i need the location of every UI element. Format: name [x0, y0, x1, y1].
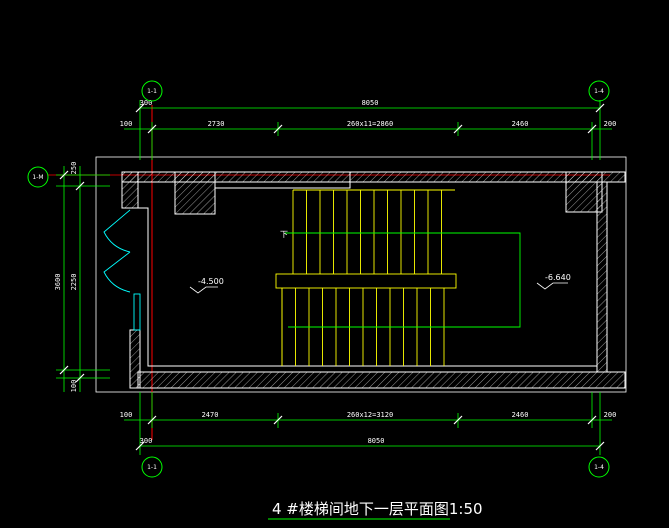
- dim-bottom-row-4: 200: [604, 411, 617, 419]
- level-marker-right: -6.640: [536, 273, 571, 290]
- dim-bottom-row-1: 2470: [202, 411, 219, 419]
- walls: [121, 171, 626, 389]
- svg-text:1-1: 1-1: [147, 464, 157, 471]
- dim-bottom-row-3: 2460: [512, 411, 529, 419]
- down-arrow-label: 下: [280, 230, 288, 239]
- level-marker-left: -4.500: [189, 277, 224, 294]
- dim-left-inner: 2250: [70, 274, 78, 291]
- stair-landing-band: [275, 273, 457, 289]
- svg-text:1-4: 1-4: [594, 88, 604, 95]
- dim-top-row-4: 200: [604, 120, 617, 128]
- dim-left-top: 250: [70, 162, 78, 175]
- dim-bottom-row-2: 260x12=3120: [347, 411, 393, 419]
- dim-top-left-offset: 300: [140, 99, 153, 107]
- svg-text:1-1: 1-1: [147, 88, 157, 95]
- dim-top-row-3: 2460: [512, 120, 529, 128]
- svg-text:-4.500: -4.500: [198, 277, 224, 286]
- dim-top-row-2: 260x11=2860: [347, 120, 393, 128]
- dim-left-bottom: 100: [70, 380, 78, 393]
- dim-bottom-left-offset: 300: [140, 437, 153, 445]
- dim-top-overall: 8050: [362, 99, 379, 107]
- stair-flights: [275, 189, 457, 366]
- dim-top-row-1: 2730: [208, 120, 225, 128]
- svg-text:-6.640: -6.640: [545, 273, 571, 282]
- dim-left-outer: 3600: [54, 274, 62, 291]
- dimension-lines: [56, 100, 612, 455]
- grid-bubble-left: 1-M: [27, 166, 49, 188]
- dimension-ticks: [59, 103, 605, 451]
- door-swings: [103, 209, 141, 331]
- stair-direction-line: [285, 232, 521, 328]
- drawing-title: 4 #楼梯间地下一层平面图1:50: [272, 500, 483, 518]
- grid-bubble-top-left: 1-1: [141, 80, 163, 102]
- grid-bubble-bottom-right: 1-4: [588, 456, 610, 478]
- svg-text:1-4: 1-4: [594, 464, 604, 471]
- grid-bubble-bottom-left: 1-1: [141, 456, 163, 478]
- grid-bubble-top-right: 1-4: [588, 80, 610, 102]
- svg-text:1-M: 1-M: [32, 174, 43, 181]
- dim-bottom-row-0: 100: [120, 411, 133, 419]
- plan-frame: [95, 156, 627, 393]
- dim-bottom-overall: 8050: [368, 437, 385, 445]
- dim-top-row-0: 100: [120, 120, 133, 128]
